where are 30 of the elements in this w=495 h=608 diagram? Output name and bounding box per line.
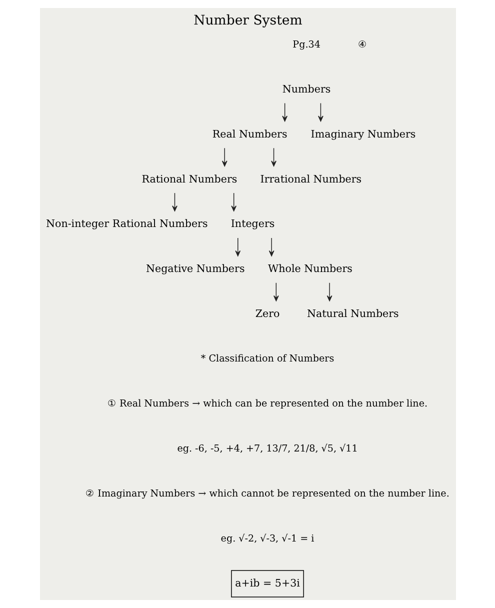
node-text: Integers [230, 218, 274, 230]
node-text: Natural Numbers [306, 308, 398, 320]
node-text: Whole Numbers [268, 263, 352, 276]
node-text: Zero [254, 308, 280, 320]
arrow [272, 282, 278, 302]
label: eg. -6, -5, +4, +7, 13/7, 21/8, √5, √11 [176, 444, 358, 455]
node-text: Negative Numbers [145, 263, 244, 276]
arrow [282, 102, 287, 122]
node-text: Numbers [282, 83, 330, 96]
arrow [234, 238, 240, 256]
diagram-title: Number System [193, 14, 302, 29]
node-text: Rational Numbers [141, 173, 237, 186]
node-text: Real Numbers [212, 128, 287, 140]
arrow [172, 192, 177, 212]
label: eg. √-2, √-3, √-1 = i [220, 533, 314, 544]
arrow [268, 238, 274, 256]
node-text: Irrational Numbers [260, 173, 362, 186]
label: * Classification of Numbers [200, 354, 334, 365]
arrow [318, 102, 323, 122]
arrow [221, 148, 227, 166]
arrow [326, 282, 332, 302]
label: ① Real Numbers → which can be represented on the number line. [106, 398, 428, 410]
node-text: Non-integer Rational Numbers [46, 218, 208, 230]
label: ④ [357, 39, 366, 50]
label: ② Imaginary Numbers → which cannot be represented on the number line. [85, 488, 449, 500]
arrow [230, 192, 236, 212]
arrow [270, 148, 276, 166]
node-text: Imaginary Numbers [310, 128, 416, 140]
node-box: a+ib = 5+3i [230, 570, 304, 598]
label: Pg.34 [292, 39, 320, 50]
